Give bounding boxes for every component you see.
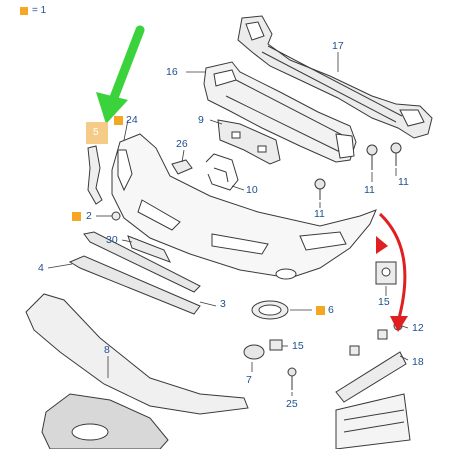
callout-7: 7 <box>246 374 252 386</box>
callout-3: 3 <box>220 298 226 310</box>
callout-15a: 15 <box>378 296 390 308</box>
highlight-box-part-5 <box>86 122 108 144</box>
callout-8: 8 <box>104 344 110 356</box>
callout-30: 30 <box>106 234 118 246</box>
callout-10: 10 <box>246 184 258 196</box>
marker-2 <box>72 212 81 221</box>
callout-18: 18 <box>412 356 424 368</box>
part-9-bracket <box>217 119 281 165</box>
part-17-reinforcement-beam <box>237 15 433 139</box>
part-30-bracket <box>127 235 172 263</box>
callout-15b: 15 <box>292 340 304 352</box>
highlight-label-part-5: 5 <box>93 127 99 138</box>
callout-24: 24 <box>126 114 138 126</box>
part-26-clip <box>171 159 193 175</box>
legend: = 1 <box>20 5 46 16</box>
part-11-bolts <box>314 142 402 200</box>
callout-9: 9 <box>198 114 204 126</box>
part-2-clip <box>111 211 121 221</box>
marker-24 <box>114 116 123 125</box>
part-6-bezel <box>251 300 289 320</box>
callout-26: 26 <box>176 138 188 150</box>
part-15-clips <box>269 261 397 351</box>
green-pointer-arrow <box>96 25 145 124</box>
callout-11c: 11 <box>314 208 325 220</box>
part-18-bracket <box>335 321 411 449</box>
part-grille <box>41 393 169 449</box>
callout-11b: 11 <box>398 176 409 188</box>
callout-12: 12 <box>412 322 424 334</box>
part-5-trim-strip <box>87 145 103 205</box>
red-pointer-arrow <box>376 212 408 332</box>
part-4-grille-strip <box>68 231 201 315</box>
part-7-sensor <box>243 344 297 390</box>
marker-6 <box>316 306 325 315</box>
callout-6: 6 <box>328 304 334 316</box>
callout-11a: 11 <box>364 184 375 196</box>
part-16-absorber <box>203 61 357 163</box>
callout-2: 2 <box>86 210 92 222</box>
legend-text: = 1 <box>32 5 47 16</box>
part-10-bracket <box>205 153 239 191</box>
leader-lines <box>47 52 409 396</box>
part-24-bumper-cover <box>111 133 377 280</box>
callout-16: 16 <box>166 66 178 78</box>
callout-25: 25 <box>286 398 298 410</box>
callout-17: 17 <box>332 40 344 52</box>
legend-marker <box>20 6 28 15</box>
part-8-lower-lip <box>25 293 249 415</box>
callout-4: 4 <box>38 262 44 274</box>
